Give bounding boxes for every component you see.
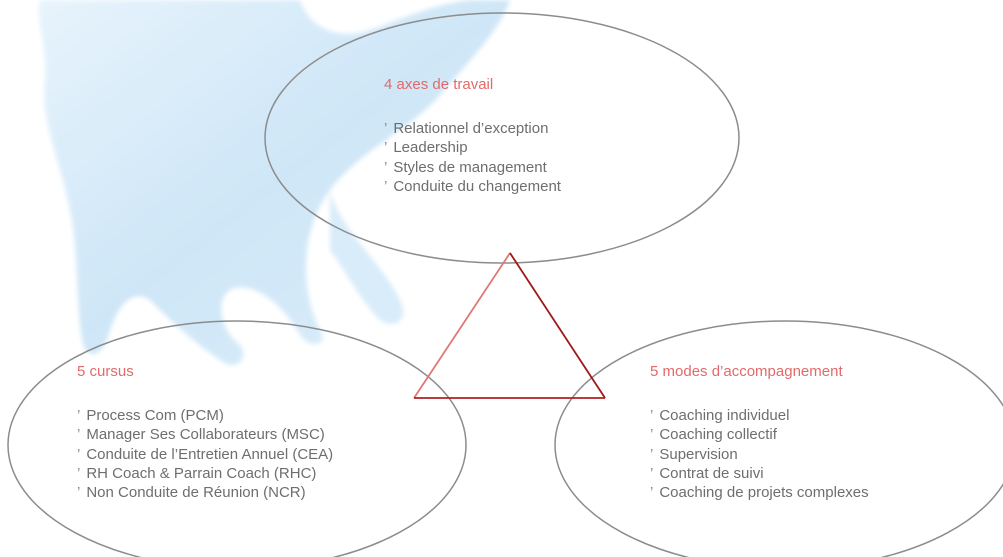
bullet-mark: ’: [77, 464, 81, 482]
ellipse-modes-accompagnement: [554, 320, 1003, 557]
list-item: ’ Conduite de l’Entretien Annuel (CEA): [77, 445, 333, 464]
list-item: ’ Supervision: [650, 445, 869, 464]
bullet-mark: ’: [77, 426, 81, 444]
bullet-mark: ’: [650, 407, 654, 424]
bullet-mark: ’: [384, 158, 388, 176]
modes-accompagnement-list: ’ Coaching individuel ’ Coaching collectif…: [650, 406, 869, 502]
bullet-mark: ’: [77, 445, 81, 463]
list-item: ’ RH Coach & Parrain Coach (RHC): [77, 464, 333, 483]
bullet-mark: ’: [650, 484, 654, 502]
background-map-illustration: [38, 0, 510, 365]
cursus-list: ’ Process Com (PCM) ’ Manager Ses Collabor…: [77, 406, 333, 502]
list-item-label: Styles de management: [393, 158, 547, 176]
list-item: ’ Relationnel d’exception: [384, 119, 561, 138]
list-item: ’ Coaching individuel: [650, 406, 869, 425]
bullet-mark: ’: [77, 484, 81, 502]
list-item-label: RH Coach & Parrain Coach (RHC): [86, 464, 317, 482]
list-item: ’ Non Conduite de Réunion (NCR): [77, 483, 333, 502]
bullet-mark: ’: [650, 445, 654, 463]
bullet-mark: ’: [384, 177, 388, 195]
list-item-label: Non Conduite de Réunion (NCR): [86, 484, 306, 502]
list-item: ’ Conduite du changement: [384, 177, 561, 196]
list-item: ’ Coaching de projets complexes: [650, 483, 869, 502]
modes-accompagnement-heading: 5 modes d’accompagnement: [650, 363, 843, 380]
triangle-left-side: [413, 252, 511, 399]
list-item-label: Conduite du changement: [393, 177, 561, 195]
list-item: ’ Leadership: [384, 138, 561, 157]
cursus-block: 5 cursus ’ Process Com (PCM) ’ Manager Ses…: [77, 362, 333, 502]
list-item-label: Manager Ses Collaborateurs (MSC): [86, 426, 325, 444]
list-item: ’ Styles de management: [384, 158, 561, 177]
axes-de-travail-heading: 4 axes de travail: [384, 76, 494, 93]
list-item-label: Contrat de suivi: [659, 464, 764, 482]
list-item: ’ Process Com (PCM): [77, 406, 333, 425]
list-item-label: Coaching de projets complexes: [659, 484, 869, 502]
modes-accompagnement-block: 5 modes d’accompagnement ’ Coaching indiv…: [650, 362, 869, 502]
bullet-mark: ’: [77, 407, 81, 424]
list-item-label: Coaching individuel: [659, 407, 790, 424]
list-item: ’ Coaching collectif: [650, 425, 869, 444]
ellipse-axes-de-travail: [264, 12, 740, 264]
list-item-label: Leadership: [393, 139, 468, 157]
list-item-label: Relationnel d’exception: [393, 120, 549, 137]
bullet-mark: ’: [384, 120, 388, 137]
bullet-mark: ’: [384, 139, 388, 157]
list-item-label: Supervision: [659, 445, 738, 463]
axes-de-travail-block: 4 axes de travail ’ Relationnel d’excepti…: [384, 75, 561, 196]
list-item-label: Conduite de l’Entretien Annuel (CEA): [86, 445, 334, 463]
bullet-mark: ’: [650, 426, 654, 444]
cursus-heading: 5 cursus: [77, 363, 134, 380]
axes-de-travail-list: ’ Relationnel d’exception ’ Leadership ’ St…: [384, 119, 561, 196]
list-item: ’ Contrat de suivi: [650, 464, 869, 483]
list-item-label: Coaching collectif: [659, 426, 777, 444]
bullet-mark: ’: [650, 464, 654, 482]
ellipse-cursus: [7, 320, 467, 557]
triangle-right-side: [509, 252, 606, 399]
list-item: ’ Manager Ses Collaborateurs (MSC): [77, 425, 333, 444]
list-item-label: Process Com (PCM): [86, 407, 224, 424]
